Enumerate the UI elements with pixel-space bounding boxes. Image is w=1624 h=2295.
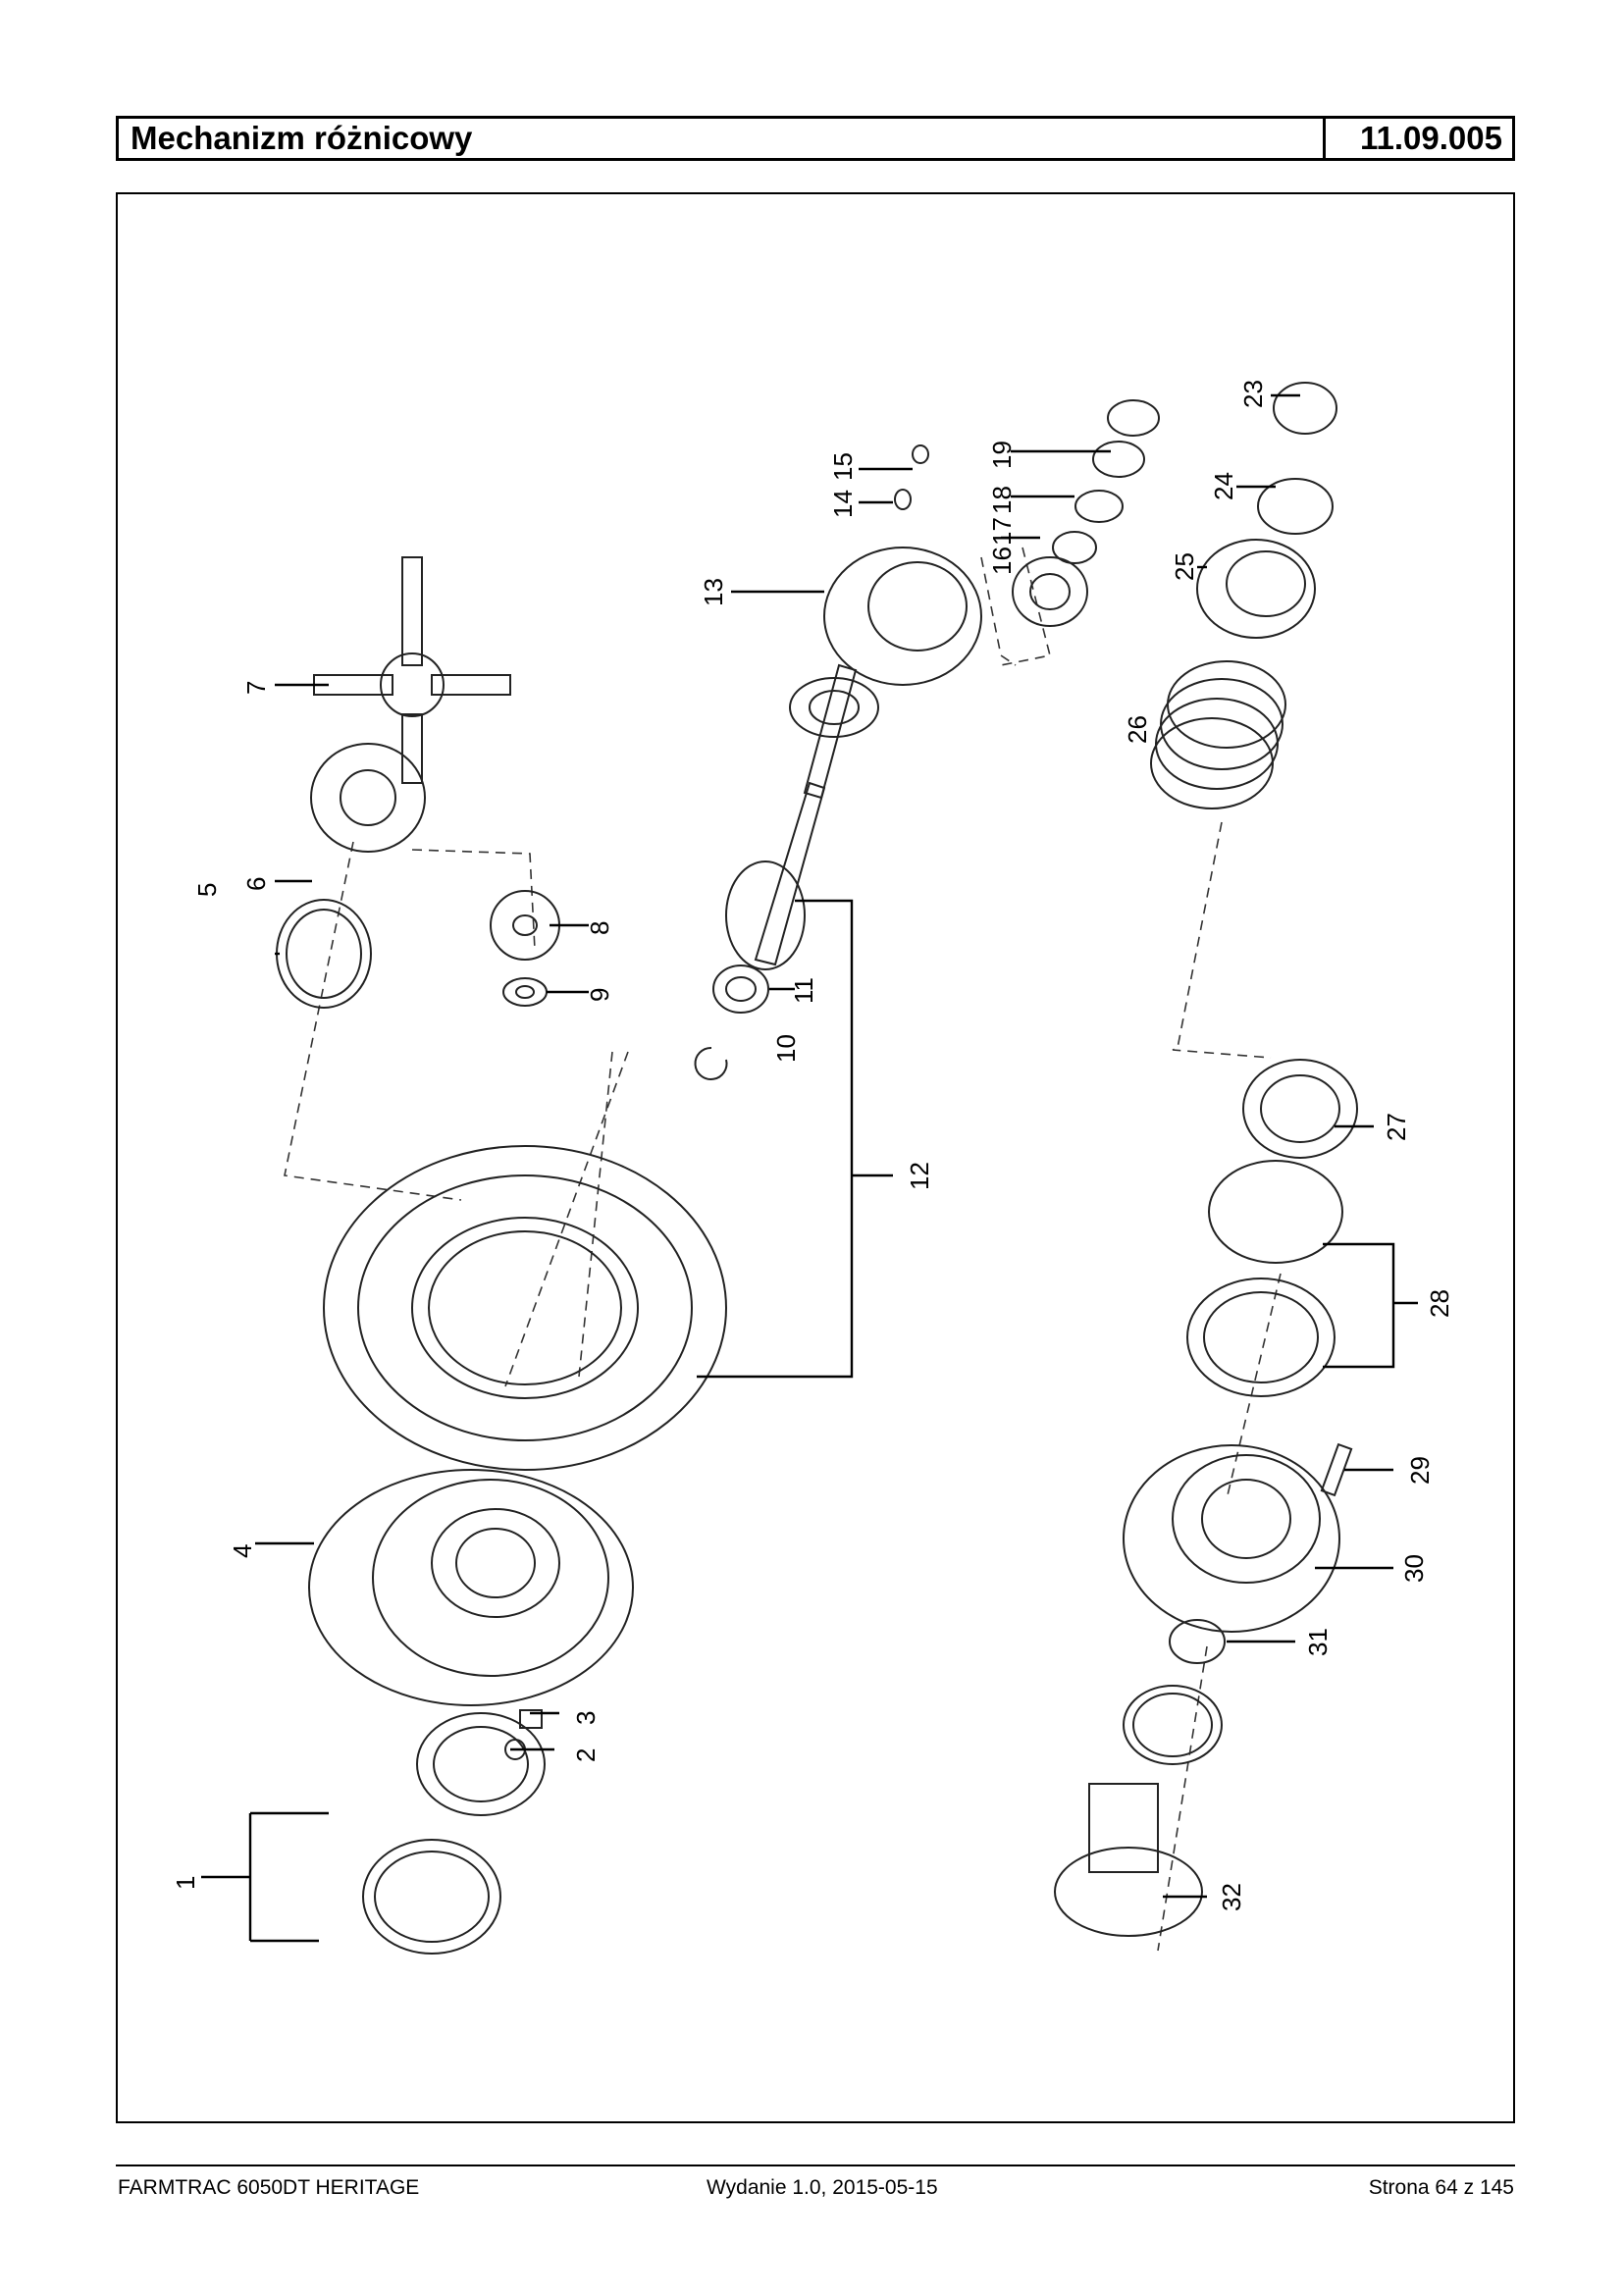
callout-25: 25 <box>1170 552 1199 581</box>
callout-30: 30 <box>1399 1554 1429 1583</box>
callout-5: 5 <box>192 883 222 897</box>
callout-15: 15 <box>828 452 858 481</box>
callout-29: 29 <box>1405 1456 1435 1485</box>
callout-10: 10 <box>771 1034 801 1063</box>
callout-12: 12 <box>905 1162 934 1190</box>
callout-19: 19 <box>987 441 1017 469</box>
callout-7: 7 <box>241 681 271 695</box>
callout-2: 2 <box>571 1748 601 1762</box>
callout-9: 9 <box>585 988 614 1002</box>
differential-housing <box>308 1469 634 1706</box>
ring-gear <box>323 1145 727 1471</box>
callout-3: 3 <box>571 1711 601 1725</box>
callout-13: 13 <box>699 578 728 606</box>
section-code: 11.09.005 <box>1360 120 1502 156</box>
page-header: Mechanizm różnicowy 11.09.005 <box>116 116 1515 161</box>
callout-11: 11 <box>789 977 818 1004</box>
callout-24: 24 <box>1209 472 1238 500</box>
callout-1: 1 <box>171 1876 200 1890</box>
differential-exploded-diagram: 1 2 3 4 5 6 7 8 9 10 11 12 13 14 15 16 1… <box>171 380 1454 1955</box>
footer-model: FARMTRAC 6050DT HERITAGE <box>118 2176 420 2199</box>
callout-18: 18 <box>987 486 1017 514</box>
callout-32: 32 <box>1217 1883 1246 1911</box>
callout-23: 23 <box>1238 380 1268 408</box>
footer-page-number: Strona 64 z 145 <box>1368 2176 1514 2199</box>
callout-27: 27 <box>1382 1113 1411 1141</box>
footer-edition: Wydanie 1.0, 2015-05-15 <box>707 2176 938 2199</box>
callout-6: 6 <box>241 877 271 891</box>
callout-8: 8 <box>585 921 614 935</box>
callout-17: 17 <box>987 517 1017 546</box>
callout-26: 26 <box>1123 715 1152 744</box>
callout-28: 28 <box>1425 1289 1454 1318</box>
page-title: Mechanizm różnicowy <box>119 119 1326 158</box>
callout-14: 14 <box>828 490 858 518</box>
footer-divider <box>116 2165 1515 2166</box>
callout-31: 31 <box>1303 1628 1333 1656</box>
exploded-view-frame: 1 2 3 4 5 6 7 8 9 10 11 12 13 14 15 16 1… <box>116 192 1515 2123</box>
callout-16: 16 <box>987 547 1017 575</box>
callout-4: 4 <box>228 1544 257 1558</box>
